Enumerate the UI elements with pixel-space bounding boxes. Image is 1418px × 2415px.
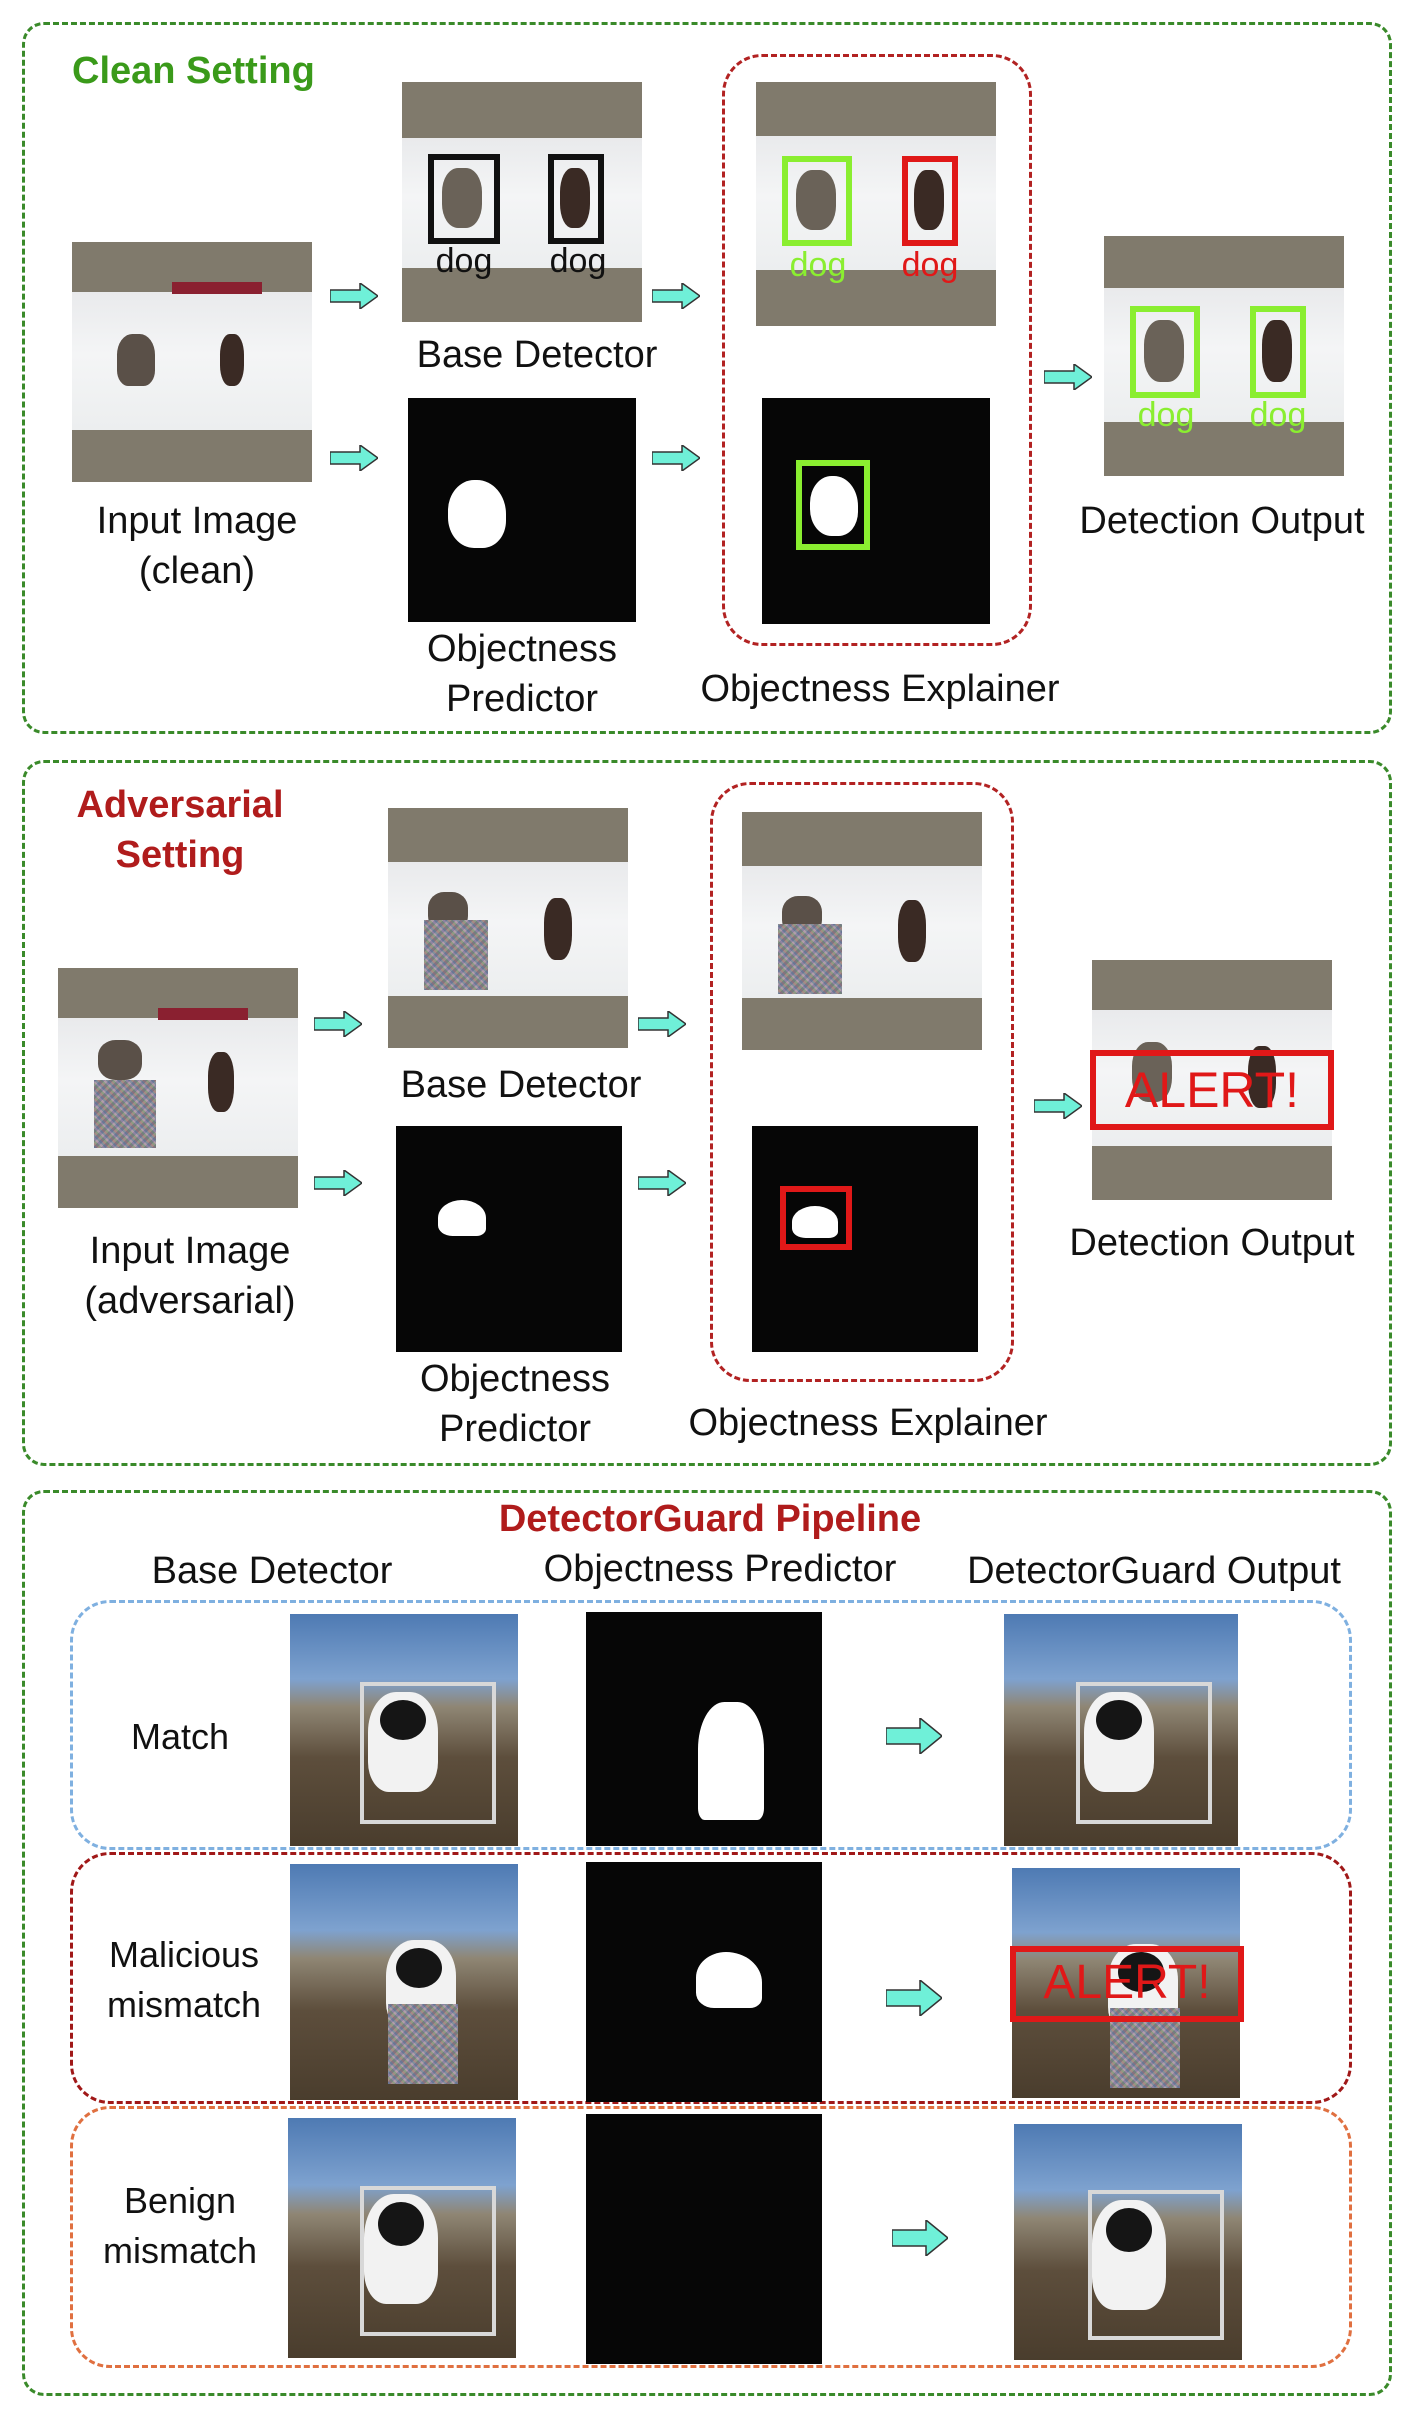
- dog-label: dog: [435, 242, 493, 280]
- row-label-match: Match: [130, 1716, 230, 1757]
- match-row: [70, 1600, 1352, 1850]
- arrow-icon: [330, 283, 378, 309]
- adversarial-patch: [388, 2004, 458, 2084]
- dog-label-red: dog: [901, 246, 959, 284]
- detection-box: [1088, 2190, 1224, 2340]
- objectness-explainer-label-adversarial: Objectness Explainer: [688, 1402, 1048, 1444]
- row-label-benign-mismatch: Benign mismatch: [102, 2180, 258, 2271]
- detection-box: [360, 1682, 496, 1824]
- dog-label-green: dog: [1137, 396, 1195, 434]
- green-box: [782, 156, 852, 246]
- alert-badge: ALERT!: [1090, 1050, 1334, 1130]
- detection-output-label-clean: Detection Output: [1079, 500, 1365, 542]
- objectness-predictor-image-match: [586, 1612, 822, 1846]
- base-detector-image-match: [290, 1614, 518, 1846]
- detection-box: [360, 2186, 496, 2336]
- dog-label-green: dog: [1249, 396, 1307, 434]
- column-header-base-detector: Base Detector: [151, 1550, 393, 1592]
- detection-output-image-adversarial: [1092, 960, 1332, 1200]
- input-image-adversarial: [58, 968, 298, 1208]
- arrow-icon: [886, 1980, 942, 2016]
- objectness-predictor-label-clean: Objectness Predictor: [426, 628, 618, 720]
- base-detector-image-clean: dog dog: [402, 82, 642, 322]
- alert-badge: ALERT!: [1010, 1946, 1244, 2022]
- red-box: [780, 1186, 852, 1250]
- arrow-icon: [314, 1170, 362, 1196]
- dog-bounding-box: [428, 154, 500, 244]
- row-label-malicious-mismatch: Malicious mismatch: [106, 1934, 262, 2025]
- green-box: [1130, 306, 1200, 398]
- objectness-explainer-label-clean: Objectness Explainer: [700, 668, 1060, 710]
- column-header-objectness-predictor: Objectness Predictor: [543, 1548, 897, 1590]
- arrow-icon: [314, 1011, 362, 1037]
- detectorguard-output-image-match: [1004, 1614, 1238, 1846]
- arrow-icon: [330, 445, 378, 471]
- adversarial-patch: [94, 1080, 156, 1148]
- detection-output-label-adversarial: Detection Output: [1069, 1222, 1355, 1264]
- arrow-icon: [638, 1170, 686, 1196]
- benign-mismatch-row: [70, 2106, 1352, 2368]
- green-box: [796, 460, 870, 550]
- arrow-icon: [652, 445, 700, 471]
- malicious-mismatch-row: [70, 1852, 1352, 2104]
- objectness-explainer-group-clean: [722, 54, 1032, 646]
- explainer-detection-image-adversarial: [742, 812, 982, 1050]
- adversarial-setting-panel: [22, 760, 1392, 1466]
- detectorguard-pipeline-panel: [22, 1490, 1392, 2396]
- explainer-detection-image-clean: dog dog: [756, 82, 996, 326]
- objectness-predictor-image-malicious: [586, 1862, 822, 2102]
- detection-output-image-clean: dog dog: [1104, 236, 1344, 476]
- objectness-predictor-image-adversarial: [396, 1126, 622, 1352]
- explainer-mask-image-adversarial: [752, 1126, 978, 1352]
- arrow-icon: [892, 2220, 948, 2256]
- base-detector-image-adversarial: [388, 808, 628, 1048]
- base-detector-label-adversarial: Base Detector: [400, 1064, 642, 1106]
- explainer-mask-image-clean: [762, 398, 990, 624]
- detectorguard-output-image-benign: [1014, 2124, 1242, 2360]
- dog-label: dog: [549, 242, 607, 280]
- arrow-icon: [1034, 1093, 1082, 1119]
- pipeline-title: DetectorGuard Pipeline: [498, 1498, 922, 1540]
- detection-box: [1076, 1682, 1212, 1824]
- column-header-detectorguard-output: DetectorGuard Output: [967, 1550, 1341, 1592]
- dog-label-green: dog: [789, 246, 847, 284]
- input-image-clean: [72, 242, 312, 482]
- dog-bounding-box: [548, 154, 604, 244]
- objectness-predictor-label-adversarial: Objectness Predictor: [419, 1358, 611, 1450]
- red-box: [902, 156, 958, 246]
- clean-setting-title: Clean Setting: [72, 50, 315, 92]
- adversarial-patch: [424, 920, 488, 990]
- arrow-icon: [1044, 364, 1092, 390]
- objectness-predictor-image-clean: [408, 398, 636, 622]
- arrow-icon: [652, 283, 700, 309]
- arrow-icon: [638, 1011, 686, 1037]
- base-detector-image-benign: [288, 2118, 516, 2358]
- green-box: [1250, 306, 1306, 398]
- input-image-clean-label: Input Image (clean): [96, 500, 298, 592]
- adversarial-patch: [778, 924, 842, 994]
- adversarial-setting-title: Adversarial Setting: [76, 784, 284, 876]
- input-image-adversarial-label: Input Image (adversarial): [84, 1230, 296, 1322]
- objectness-explainer-group-adversarial: [710, 782, 1014, 1382]
- objectness-predictor-image-benign: [586, 2114, 822, 2364]
- clean-setting-panel: [22, 22, 1392, 734]
- base-detector-label-clean: Base Detector: [416, 334, 658, 376]
- base-detector-image-malicious: [290, 1864, 518, 2100]
- arrow-icon: [886, 1718, 942, 1754]
